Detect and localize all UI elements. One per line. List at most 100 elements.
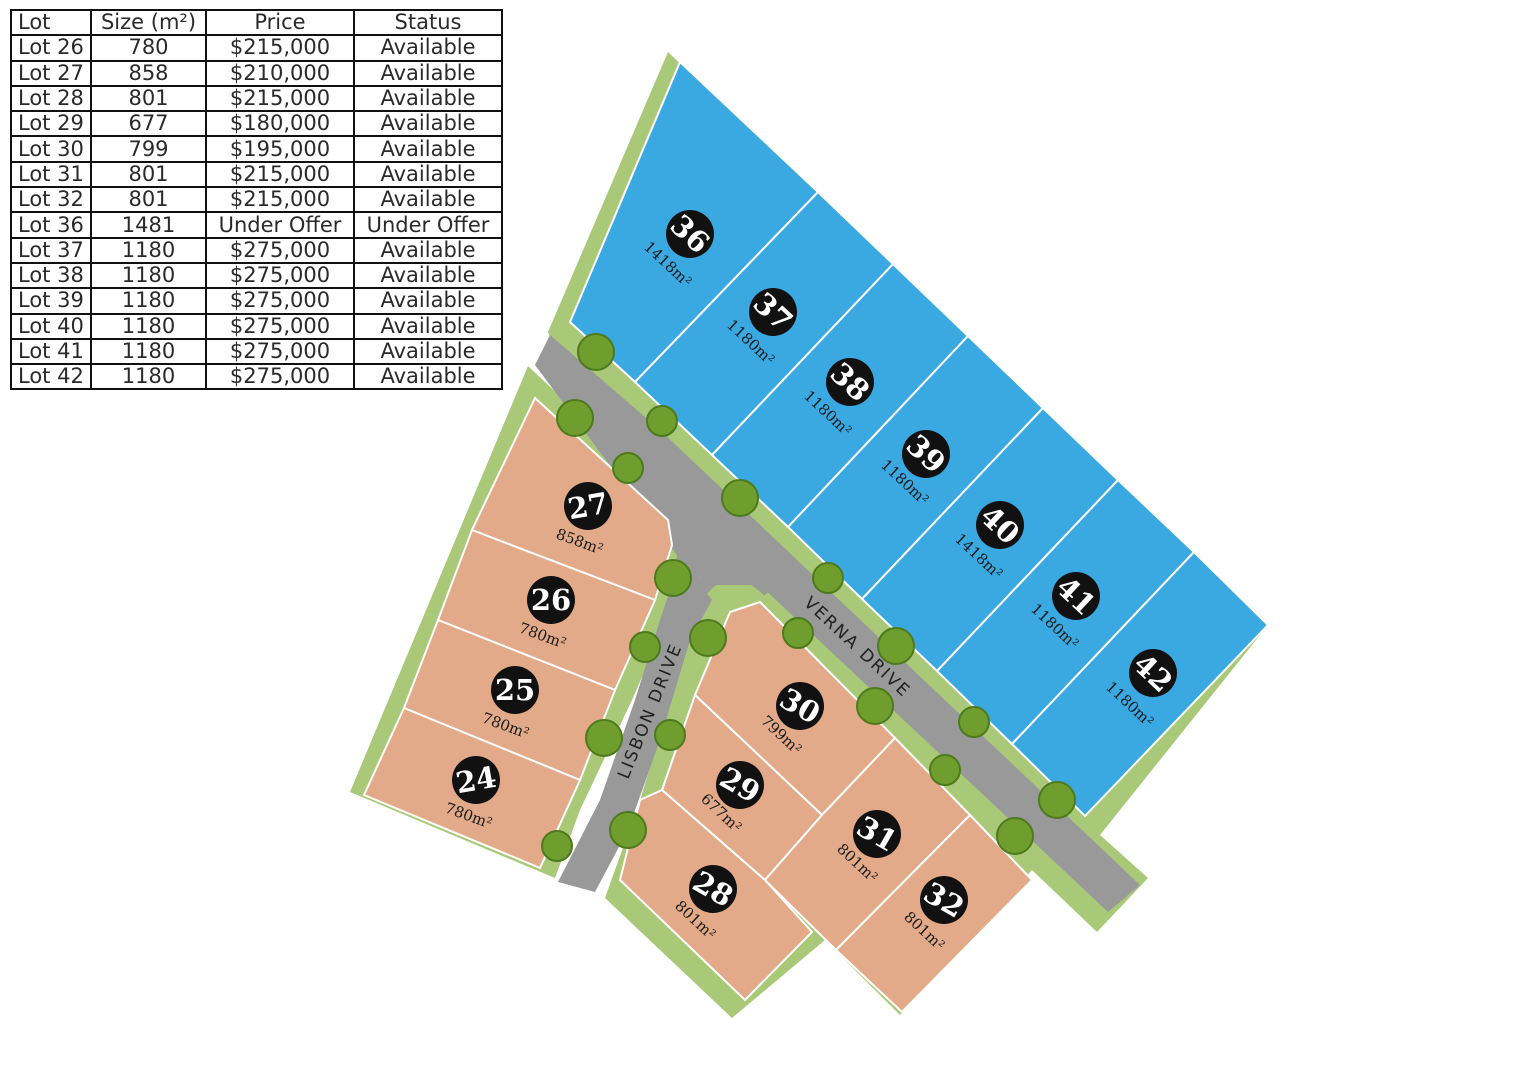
- table-cell: Lot 41: [10, 337, 92, 366]
- table-cell: 801: [90, 84, 207, 113]
- lisbon-drive-edge: [693, 563, 776, 596]
- table-cell: 801: [90, 186, 207, 214]
- tree-icon: [856, 687, 894, 725]
- table-cell: Lot 42: [10, 363, 92, 391]
- table-cell: Available: [353, 261, 503, 290]
- table-cell: $215,000: [205, 186, 355, 214]
- table-cell: Lot 39: [10, 287, 92, 315]
- table-cell: Available: [353, 160, 503, 189]
- lot-number: 24: [453, 760, 499, 800]
- table-cell: Lot 40: [10, 312, 92, 340]
- lot-label-26: 26 780m²: [517, 576, 575, 652]
- table-cell: 1180: [90, 312, 207, 340]
- tree-icon: [541, 830, 573, 862]
- table-cell: 801: [90, 160, 207, 189]
- column-header: Status: [353, 8, 503, 37]
- column-header: Size (m²): [90, 8, 207, 37]
- tree-icon: [721, 479, 759, 517]
- table-cell: $275,000: [205, 337, 355, 366]
- table-cell: Lot 31: [10, 160, 92, 189]
- table-cell: 1481: [90, 211, 207, 239]
- table-cell: 1180: [90, 236, 207, 264]
- table-cell: Lot 26: [10, 34, 92, 62]
- tree-icon: [585, 719, 623, 757]
- table-cell: 1180: [90, 337, 207, 366]
- table-cell: Available: [353, 34, 503, 62]
- tree-icon: [782, 617, 814, 649]
- table-header-row: Lot Size (m²) Price Status: [10, 8, 503, 37]
- table-cell: Available: [353, 110, 503, 138]
- table-cell: $215,000: [205, 34, 355, 62]
- tree-icon: [877, 627, 915, 665]
- table-cell: $275,000: [205, 312, 355, 340]
- table-cell: $210,000: [205, 59, 355, 87]
- tree-icon: [646, 405, 678, 437]
- table-cell: Available: [353, 236, 503, 264]
- table-cell: $195,000: [205, 135, 355, 163]
- tree-icon: [609, 811, 647, 849]
- verna-drive-road: [535, 335, 1140, 912]
- table-cell: Available: [353, 84, 503, 113]
- table-cell: 1180: [90, 363, 207, 391]
- column-header: Lot: [10, 8, 92, 37]
- table-cell: Lot 37: [10, 236, 92, 264]
- table-cell: 1180: [90, 287, 207, 315]
- table-cell: 780: [90, 34, 207, 62]
- table-cell: Lot 36: [10, 211, 92, 239]
- lot-number: 27: [565, 486, 611, 526]
- tree-icon: [996, 817, 1034, 855]
- tree-icon: [577, 333, 615, 371]
- table-cell: Under Offer: [205, 211, 355, 239]
- table-cell: Lot 32: [10, 186, 92, 214]
- table-cell: Lot 27: [10, 59, 92, 87]
- lot-number: 26: [531, 583, 571, 617]
- table-cell: Available: [353, 287, 503, 315]
- table-cell: $180,000: [205, 110, 355, 138]
- tree-icon: [929, 754, 961, 786]
- table-cell: Lot 38: [10, 261, 92, 290]
- table-cell: Available: [353, 337, 503, 366]
- table-cell: Under Offer: [353, 211, 503, 239]
- lot-label-31: 31 801m²: [833, 809, 903, 886]
- table-cell: Lot 30: [10, 135, 92, 163]
- column-header: Price: [205, 8, 355, 37]
- table-cell: Available: [353, 186, 503, 214]
- table-cell: Available: [353, 59, 503, 87]
- tree-icon: [654, 719, 686, 751]
- table-cell: $215,000: [205, 84, 355, 113]
- table-cell: $275,000: [205, 287, 355, 315]
- table-cell: Available: [353, 312, 503, 340]
- street-trees: [541, 333, 1076, 862]
- lisbon-drive-road: [558, 528, 712, 892]
- tree-icon: [689, 619, 727, 657]
- tree-icon: [812, 562, 844, 594]
- table-cell: 1180: [90, 261, 207, 290]
- tree-icon: [1038, 781, 1076, 819]
- table-cell: Available: [353, 363, 503, 391]
- table-cell: Lot 29: [10, 110, 92, 138]
- tree-icon: [654, 559, 692, 597]
- table-cell: $275,000: [205, 236, 355, 264]
- tree-icon: [556, 399, 594, 437]
- table-cell: Available: [353, 135, 503, 163]
- table-cell: Lot 28: [10, 84, 92, 113]
- lot-number: 25: [495, 673, 535, 707]
- table-cell: $275,000: [205, 363, 355, 391]
- tree-icon: [629, 631, 661, 663]
- table-cell: $215,000: [205, 160, 355, 189]
